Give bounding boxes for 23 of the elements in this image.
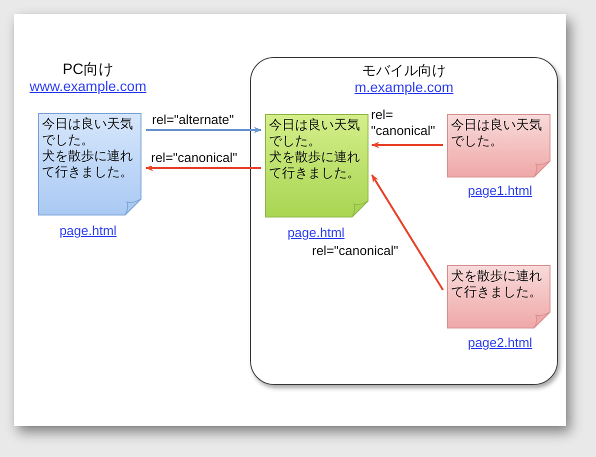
sticky-note bbox=[447, 114, 551, 178]
arrow bbox=[371, 174, 444, 291]
arrow bbox=[146, 126, 262, 134]
site-link: www.example.com bbox=[30, 78, 146, 94]
arrow bbox=[145, 164, 261, 172]
file-link: page.html bbox=[59, 223, 117, 238]
section-title: PC向け bbox=[62, 60, 114, 79]
panel-title: モバイル向け bbox=[362, 62, 446, 80]
note-text: 犬を散歩に連れて行きました。 bbox=[42, 148, 134, 180]
arrow bbox=[371, 142, 443, 148]
site-link: m.example.com bbox=[354, 79, 454, 95]
file-link: page.html bbox=[287, 225, 345, 240]
sticky-note bbox=[265, 114, 369, 218]
sticky-note bbox=[447, 265, 551, 329]
note-text: 犬を散歩に連れて行きました。 bbox=[451, 268, 543, 300]
edge-label: rel="canonical" bbox=[151, 150, 238, 166]
note-text: 今日は良い天気でした。 bbox=[42, 116, 134, 148]
file-link: page1.html bbox=[468, 183, 532, 198]
file-link: page2.html bbox=[468, 335, 532, 350]
note-text: 犬を散歩に連れて行きました。 bbox=[269, 149, 361, 181]
note-text: 今日は良い天気でした。 bbox=[451, 117, 543, 149]
note-text: 今日は良い天気でした。 bbox=[269, 117, 361, 149]
sticky-note bbox=[38, 113, 142, 216]
